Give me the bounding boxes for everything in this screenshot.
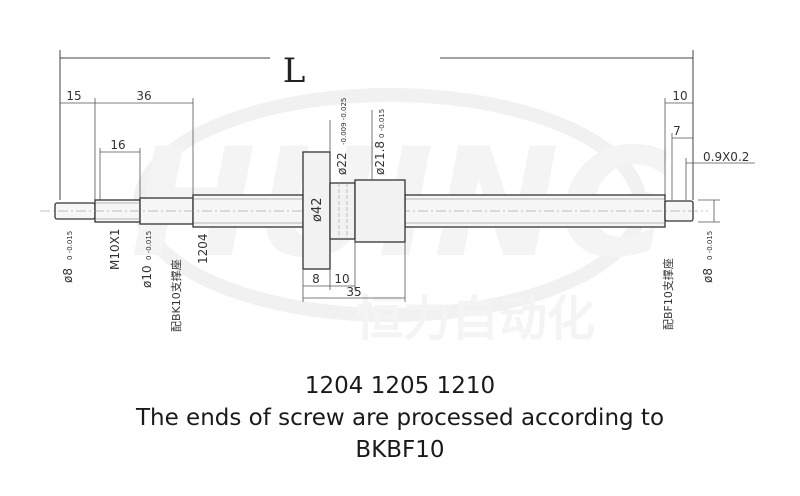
ball-nut xyxy=(302,151,406,270)
nut-small-tolerance: 0 -0.015 xyxy=(378,109,386,138)
support-right-label: 配BF10支撑座 xyxy=(661,258,675,330)
nut-body-diameter: ø22 xyxy=(335,152,349,175)
dim-15: 15 xyxy=(66,89,81,103)
support-left-label: 配BK10支撑座 xyxy=(169,259,183,332)
left-end-diameter: ø8 xyxy=(61,268,75,283)
nut-dimension-lines xyxy=(302,110,406,302)
flange-diameter: ø42 xyxy=(310,198,325,223)
caption-line-2: The ends of screw are processed accordin… xyxy=(135,405,665,431)
bearing-seat-diameter: ø10 xyxy=(140,265,154,288)
length-dimension xyxy=(59,50,694,200)
right-dimension-lines xyxy=(664,98,755,223)
bearing-seat-tolerance: 0 -0.015 xyxy=(145,231,153,260)
right-end-diameter: ø8 xyxy=(701,268,715,283)
nut-body-tolerance: -0.009 -0.025 xyxy=(340,98,348,145)
caption-line-1: 1204 1205 1210 xyxy=(304,373,496,399)
watermark-chinese: 恒力自动化 xyxy=(355,291,595,347)
screw-model-label: 1204 xyxy=(196,233,210,264)
dim-8-flange: 8 xyxy=(312,272,320,286)
nut-small-diameter: ø21.8 xyxy=(373,141,387,175)
dim-10-flange: 10 xyxy=(334,272,349,286)
dim-35: 35 xyxy=(346,285,361,299)
dim-7: 7 xyxy=(673,124,681,138)
dim-10-top: 10 xyxy=(672,89,687,103)
right-end-tolerance: 0 -0.015 xyxy=(706,231,714,260)
thread-label: M10X1 xyxy=(108,229,122,270)
diameter-labels: ø8 0 -0.015 M10X1 ø10 0 -0.015 配BK10支撑座 … xyxy=(61,98,715,332)
left-end-tolerance: 0 -0.015 xyxy=(66,231,74,260)
caption-line-3: BKBF10 xyxy=(355,437,445,463)
chamfer-label: 0.9X0.2 xyxy=(703,150,749,164)
dim-16: 16 xyxy=(110,138,125,152)
nut-hidden-lines xyxy=(338,183,348,239)
length-label: L xyxy=(283,51,306,91)
dim-36: 36 xyxy=(136,89,151,103)
thread-lines xyxy=(95,198,665,224)
left-dimension-lines xyxy=(60,98,194,200)
ball-screw-drawing: HUINC 恒力自动化 ® L 15 36 16 10 7 0.9X0.2 xyxy=(40,50,755,347)
